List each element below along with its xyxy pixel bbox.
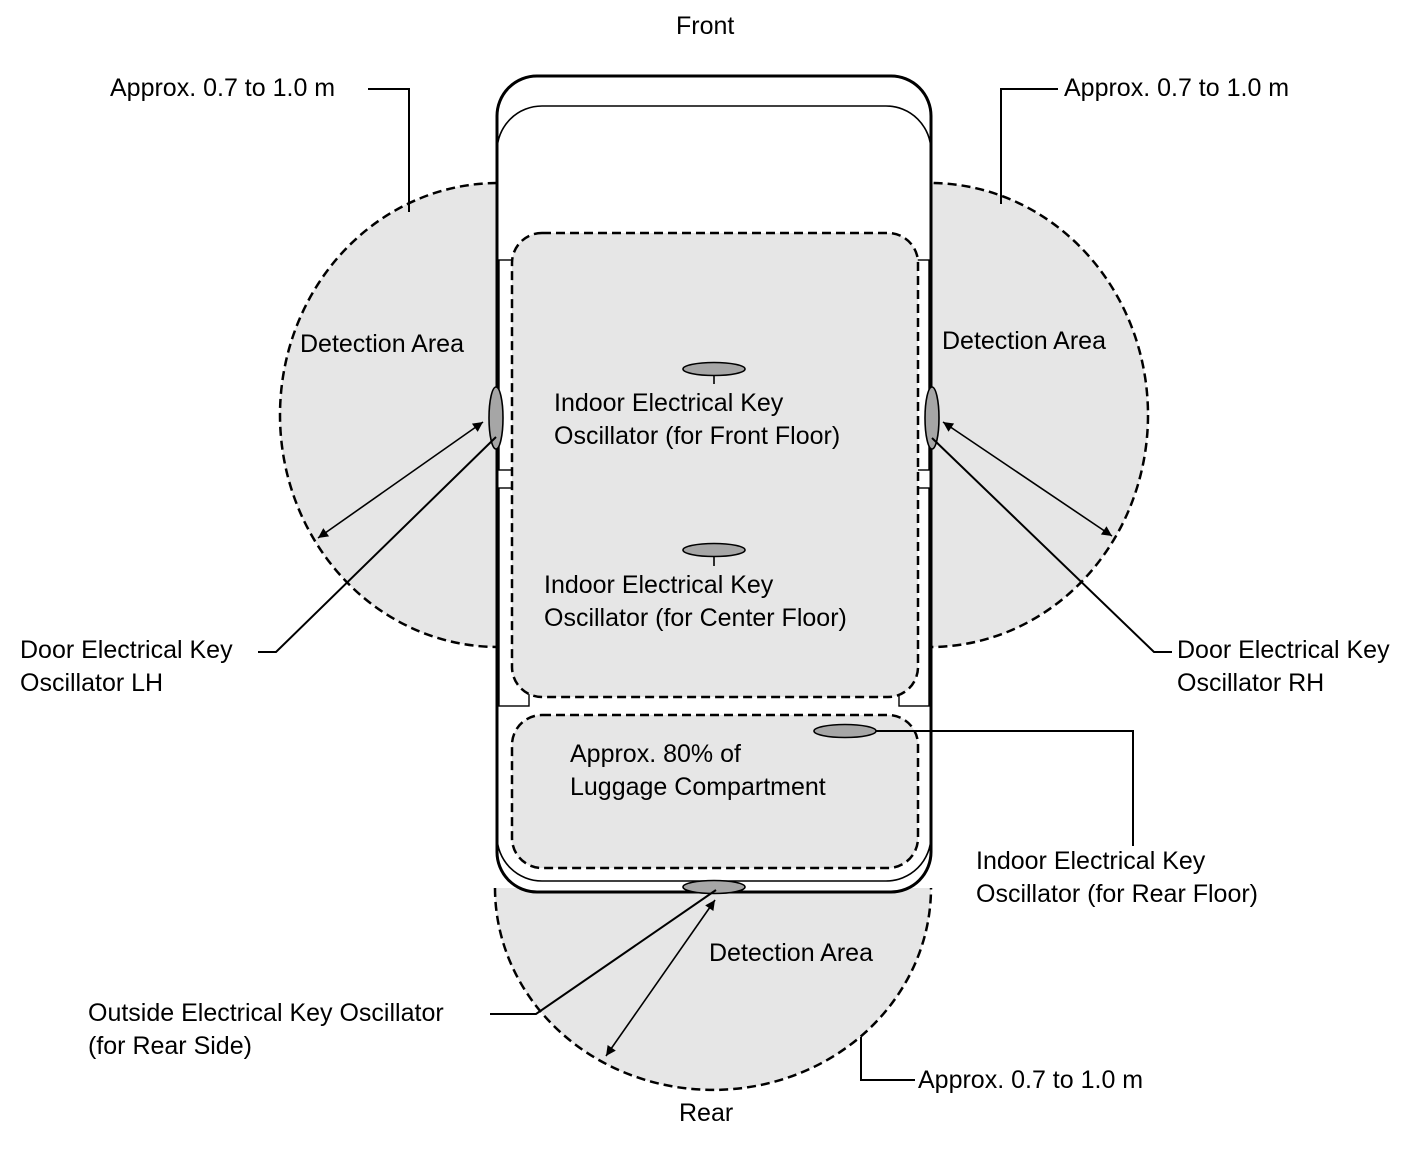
door-lh-line-2: Oscillator LH <box>20 669 164 697</box>
door-rh-line-1: Door Electrical Key <box>1177 636 1390 664</box>
indoor-center-line-2: Oscillator (for Center Floor) <box>544 604 847 632</box>
luggage-detection-area <box>510 713 920 870</box>
outside-rear-line-1: Outside Electrical Key Oscillator <box>88 999 444 1027</box>
detection-text: Detection Area <box>709 939 873 967</box>
range-arrows <box>317 421 1113 1057</box>
detection-area-rear <box>493 887 933 1092</box>
range-text: Approx. 0.7 to 1.0 m <box>918 1066 1144 1094</box>
door-rh-line-2: Oscillator RH <box>1177 669 1325 697</box>
door-rh-label: Door Electrical Key Oscillator RH <box>1177 634 1390 700</box>
door-lh-line-1: Door Electrical Key <box>20 636 233 664</box>
indoor-rear-line-2: Oscillator (for Rear Floor) <box>976 880 1258 908</box>
interior-detection-area <box>510 231 920 699</box>
range-text: Approx. 0.7 to 1.0 m <box>1064 74 1290 102</box>
indoor-center-oscillator <box>682 542 746 566</box>
detection-text: Detection Area <box>300 330 464 358</box>
indoor-front-line-1: Indoor Electrical Key <box>554 389 784 417</box>
indoor-rear-oscillator <box>813 723 877 739</box>
door-lh-label: Door Electrical Key Oscillator LH <box>20 634 233 700</box>
indoor-front-oscillator <box>682 361 746 384</box>
detection-label-rear: Detection Area <box>709 937 873 970</box>
door-lh-oscillator <box>488 386 504 450</box>
luggage-label: Approx. 80% of Luggage Compartment <box>570 738 826 804</box>
range-label-top-right: Approx. 0.7 to 1.0 m <box>1064 72 1289 105</box>
detection-label-right: Detection Area <box>942 325 1106 358</box>
luggage-line-1: Approx. 80% of <box>570 740 741 768</box>
door-rh-oscillator <box>924 386 940 450</box>
leader-lines <box>258 88 1172 1081</box>
range-text: Approx. 0.7 to 1.0 m <box>110 74 336 102</box>
indoor-center-label: Indoor Electrical Key Oscillator (for Ce… <box>544 569 847 635</box>
indoor-front-line-2: Oscillator (for Front Floor) <box>554 422 841 450</box>
outside-rear-line-2: (for Rear Side) <box>88 1032 252 1060</box>
rear-label: Rear <box>679 1097 733 1130</box>
indoor-center-line-1: Indoor Electrical Key <box>544 571 774 599</box>
luggage-line-2: Luggage Compartment <box>570 773 826 801</box>
outside-rear-oscillator <box>682 879 746 895</box>
indoor-rear-label: Indoor Electrical Key Oscillator (for Re… <box>976 845 1258 911</box>
rear-text: Rear <box>679 1099 734 1127</box>
front-label: Front <box>676 10 734 43</box>
range-label-top-left: Approx. 0.7 to 1.0 m <box>110 72 335 105</box>
outside-rear-label: Outside Electrical Key Oscillator (for R… <box>88 997 444 1063</box>
indoor-front-label: Indoor Electrical Key Oscillator (for Fr… <box>554 387 840 453</box>
front-text: Front <box>676 12 735 40</box>
detection-text: Detection Area <box>942 327 1106 355</box>
range-label-bottom: Approx. 0.7 to 1.0 m <box>918 1064 1143 1097</box>
indoor-rear-line-1: Indoor Electrical Key <box>976 847 1206 875</box>
detection-label-left: Detection Area <box>300 328 464 361</box>
